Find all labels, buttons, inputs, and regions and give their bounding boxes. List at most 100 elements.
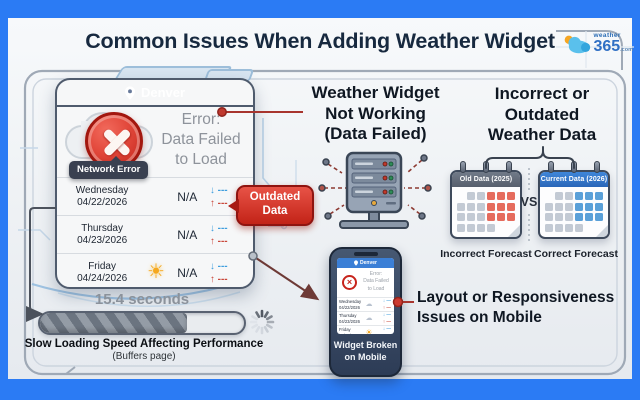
temp-value: N/A (177, 189, 198, 204)
hi-lo-arrows: ↓ --- ↑ --- (206, 260, 249, 286)
badge-line: Data (262, 204, 288, 217)
forecast-date: Friday 04/24/2026 (61, 261, 143, 285)
calendar-cell (585, 213, 593, 221)
calendar-cell (507, 202, 515, 211)
calendar-cell (477, 223, 485, 232)
calendar-cell (545, 192, 553, 200)
forecast-row: Friday 04/24/2026 ☀ N/A ↓ --- ↑ --- (57, 253, 253, 287)
binder-ring-icon (506, 161, 512, 173)
weather-widget-card: Denver Error: Data Failed to Load Networ… (55, 78, 255, 289)
down-arrow-icon: ↓ (209, 260, 215, 272)
calendar-cell (585, 202, 593, 211)
phone-notch (353, 252, 378, 256)
heading-line: Not Working (325, 103, 426, 123)
loading-caption: Slow Loading Speed Affecting Performance (24, 338, 264, 350)
calendar-cell (595, 202, 603, 211)
day-label: Wednesday (75, 184, 129, 196)
calendar-cell (545, 223, 553, 232)
calendar-cell (487, 213, 495, 221)
sun-icon: ☀ (146, 261, 165, 283)
calendar-cell (497, 224, 505, 232)
calendar-cell (467, 223, 475, 232)
phone-caption: Widget Broken on Mobile (333, 340, 398, 362)
up-arrow-icon: ↑ (209, 197, 215, 209)
calendar-cell (467, 192, 475, 200)
calendar-cell (507, 192, 515, 200)
calendar-cell (477, 202, 485, 211)
hi-lo-arrows: ↓ — ↑ — (382, 298, 391, 310)
day-label: Friday (88, 260, 116, 272)
issue-mobile-heading: Layout or Responsiveness Issues on Mobil… (417, 288, 629, 328)
error-x-icon: × (342, 275, 357, 290)
calendar-cell (497, 192, 505, 200)
weather-icon-slot: ☀ (143, 262, 168, 283)
low-value: --- (217, 184, 228, 196)
heading-line: Weather Data (487, 125, 597, 145)
vs-label: VS (520, 195, 538, 209)
calendar-cell (595, 192, 603, 200)
calendar-cell (555, 192, 563, 200)
error-line: Data Failed (161, 131, 241, 149)
calendar-cell (585, 192, 593, 200)
phone-widget-header: Denver (337, 258, 394, 268)
calendar-cell (477, 213, 485, 221)
calendar-cell (575, 213, 583, 221)
heading-line: Incorrect or (494, 84, 590, 103)
calendar-cell (545, 213, 553, 221)
calendar-cell (467, 213, 475, 221)
loading-time: 15.4 seconds (94, 291, 190, 308)
phone-error-text: Error: Data Failed to Load (360, 271, 392, 293)
binder-ring-icon (594, 161, 600, 173)
high-value: --- (217, 273, 228, 285)
network-error-tooltip: Network Error (69, 156, 149, 179)
phone-location: Denver (360, 260, 377, 266)
temp-value: N/A (177, 227, 198, 242)
binder-ring-icon (571, 161, 577, 173)
heading-line: Outdated (504, 104, 580, 124)
heading-line: Layout or Responsiveness (417, 289, 615, 306)
phone-screen: Denver × Error: Data Failed to Load Wedn… (337, 258, 394, 334)
incorrect-forecast-label: Incorrect Forecast (440, 248, 532, 260)
binder-ring-icon (548, 161, 554, 173)
date-label: 04/24/2026 (77, 272, 128, 284)
forecast-date: Thursday 04/23/2026 (61, 223, 143, 247)
loading-progress-bar (38, 311, 246, 335)
forecast-row: Wednesday 04/22/2026 N/A ↓ --- ↑ --- (57, 177, 253, 215)
calendar-header: Current Data (2026) (540, 172, 608, 187)
forecast-row: Thursday 04/23/2026 N/A ↓ --- ↑ --- (57, 215, 253, 253)
current-data-calendar: Current Data (2026) (538, 161, 610, 239)
spinner-icon (248, 308, 276, 341)
calendar-cell (575, 202, 583, 211)
correct-forecast-label: Correct Forecast (533, 248, 619, 260)
location-pin-icon (124, 85, 135, 100)
error-line: to Load (367, 285, 385, 292)
cloud-icon: ☁ (365, 301, 373, 308)
calendar-cell (585, 224, 593, 232)
low-value: --- (217, 222, 228, 234)
calendar-cell (457, 213, 465, 221)
date-label: 04/23/2026 (77, 234, 128, 246)
mobile-phone-mockup: Denver × Error: Data Failed to Load Wedn… (329, 247, 402, 377)
calendar-body: Old Data (2025) (450, 170, 522, 239)
badge-line: Outdated (249, 191, 301, 203)
server-icon (318, 150, 432, 237)
calendar-header: Old Data (2025) (452, 172, 520, 187)
low-value: --- (217, 260, 228, 272)
calendar-cell (497, 202, 505, 211)
high-value: --- (217, 235, 228, 247)
widget-error-zone: Error: Data Failed to Load Network Error (57, 107, 253, 179)
down-arrow-icon: ↓ (209, 184, 215, 196)
cloud-icon: ☁ (365, 315, 373, 322)
page-curl (595, 223, 608, 237)
temp-value: N/A (177, 265, 198, 280)
error-line: Data Failed (363, 278, 389, 285)
up-arrow-icon: ↑ (209, 235, 215, 247)
hi-lo-arrows: ↓ — ↑ — (382, 326, 391, 334)
